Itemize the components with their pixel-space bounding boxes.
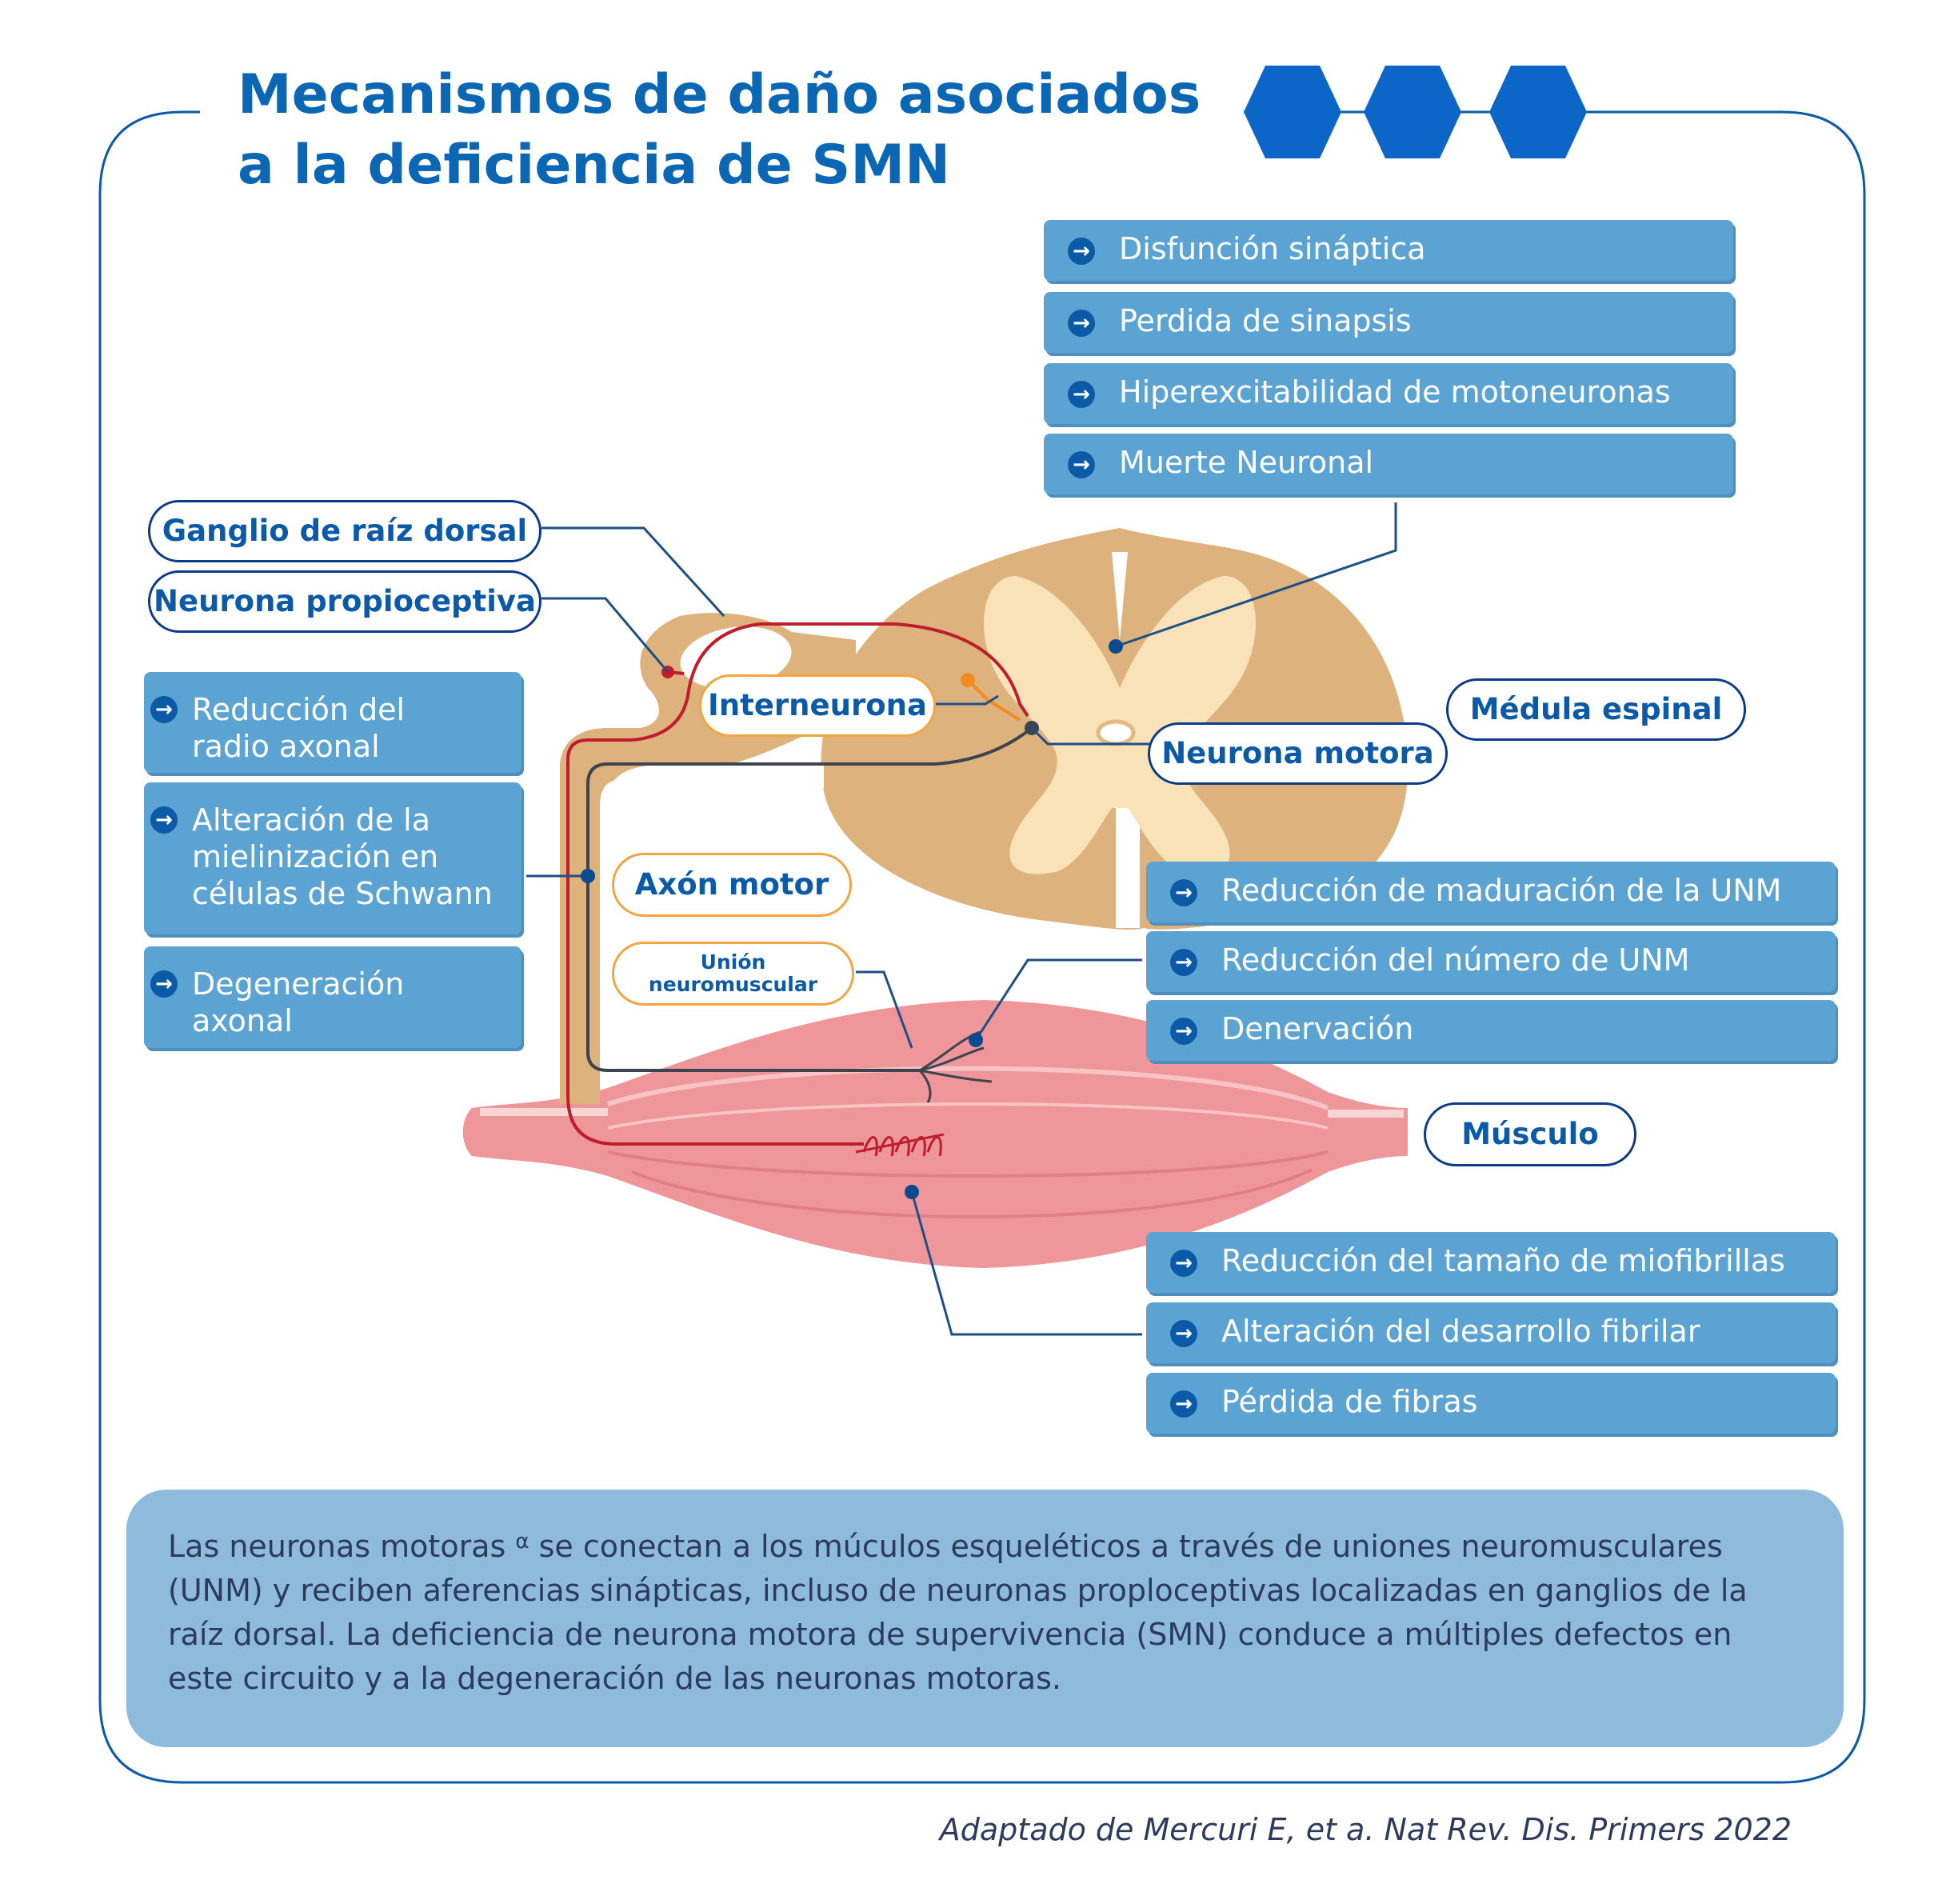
mechanism-label: mielinización en: [192, 839, 439, 874]
mechanism-label: Perdida de sinapsis: [1119, 303, 1412, 338]
outer-frame: [98, 110, 1866, 1784]
label-motor-neuron: Neurona motora: [1148, 722, 1448, 785]
alpha-symbol: α: [515, 1530, 529, 1554]
mechanism-box: → Disfunción sináptica: [1044, 220, 1733, 281]
mechanism-box: → Degeneración axonal: [144, 946, 521, 1048]
dot-marker: [905, 1185, 919, 1199]
title-line: a la deficiencia de SMN: [238, 134, 950, 197]
arrow-right-circle-icon: →: [1170, 949, 1197, 976]
arrow-right-circle-icon: →: [1170, 1320, 1197, 1347]
hexagon-icon: [1489, 66, 1587, 158]
dot-marker: [1109, 639, 1123, 654]
label-proprioceptive-neuron: Neurona propioceptiva: [148, 570, 541, 633]
muscle-spindle: [855, 1133, 945, 1157]
mechanism-label: Alteración del desarrollo fibrilar: [1221, 1314, 1700, 1349]
mechanism-label: Reducción del número de UNM: [1221, 942, 1690, 978]
nmj-terminals: [918, 1030, 993, 1103]
spinal-cord-illustration: [821, 528, 1408, 930]
description-text: Las neuronas motoras: [168, 1529, 516, 1564]
mechanism-box: → Reducción del número de UNM: [1146, 931, 1836, 992]
mechanism-box: → Hiperexcitabilidad de motoneuronas: [1044, 363, 1733, 424]
mechanism-label: Reducción de maduración de la UNM: [1221, 873, 1782, 908]
sensory-to-muscle: [566, 1095, 864, 1146]
mechanism-label: axonal: [192, 1003, 293, 1038]
mechanism-box: → Reducción del radio axonal: [144, 672, 521, 773]
arrow-right-circle-icon: →: [150, 970, 178, 998]
muscle-illustration: [462, 1000, 1408, 1268]
mechanism-label: Disfunción sináptica: [1119, 231, 1426, 266]
mechanism-box: → Reducción del tamaño de miofibrillas: [1146, 1232, 1836, 1293]
mechanism-label: Hiperexcitabilidad de motoneuronas: [1119, 374, 1671, 410]
mechanism-box: → Muerte Neuronal: [1044, 434, 1733, 494]
mechanism-label: Alteración de la: [192, 802, 431, 838]
description-panel: Las neuronas motoras α se conectan a los…: [126, 1490, 1844, 1747]
title-line: Mecanismos de daño asociados: [238, 63, 1201, 126]
mechanism-box: → Alteración de la mielinización en célu…: [144, 782, 521, 934]
label-line: Unión: [700, 950, 766, 974]
interneuron-soma: [961, 673, 975, 687]
arrow-right-circle-icon: →: [150, 806, 178, 834]
dot-marker: [581, 869, 595, 883]
mechanism-box: → Alteración del desarrollo fibrilar: [1146, 1302, 1836, 1363]
label-muscle: Músculo: [1424, 1102, 1636, 1166]
mechanism-box: → Denervación: [1146, 1000, 1836, 1061]
label-interneuron: Interneurona: [699, 674, 936, 737]
arrow-right-circle-icon: →: [1068, 451, 1095, 478]
mechanism-label: Pérdida de fibras: [1221, 1384, 1478, 1419]
mechanism-label: Reducción del: [192, 692, 406, 727]
description-text: se conectan a los múculos esqueléticos a…: [168, 1529, 1748, 1696]
label-neuromuscular-junction: Unión neuromuscular: [612, 942, 854, 1006]
mechanism-box: → Pérdida de fibras: [1146, 1373, 1836, 1434]
arrow-right-circle-icon: →: [1170, 1018, 1197, 1045]
label-ganglion: Ganglio de raíz dorsal: [148, 500, 541, 562]
interneuron-path: [966, 678, 1021, 722]
mechanism-label: células de Schwann: [192, 876, 493, 911]
mechanism-box: → Reducción de maduración de la UNM: [1146, 862, 1836, 922]
dot-marker: [969, 1033, 983, 1047]
page-title: Mecanismos de daño asociados a la defici…: [238, 60, 1245, 201]
sensory-neuron-path: [566, 622, 1029, 1096]
mechanism-label: Muerte Neuronal: [1119, 445, 1374, 480]
mechanism-label: Denervación: [1221, 1011, 1414, 1046]
label-spinal-cord: Médula espinal: [1446, 678, 1746, 741]
leader-lines: [526, 502, 1397, 1336]
hexagon-icon: [1244, 66, 1341, 158]
arrow-right-circle-icon: →: [150, 696, 178, 723]
mechanism-box: → Perdida de sinapsis: [1044, 292, 1733, 353]
arrow-right-circle-icon: →: [1170, 1250, 1197, 1277]
arrow-right-circle-icon: →: [1068, 238, 1095, 265]
label-line: neuromuscular: [648, 973, 818, 996]
mechanism-label: radio axonal: [192, 729, 380, 764]
citation: Adaptado de Mercuri E, et a. Nat Rev. Di…: [939, 1812, 1792, 1847]
arrow-right-circle-icon: →: [1068, 310, 1095, 337]
hexagon-icon: [1364, 66, 1461, 158]
motor-axon-path: [586, 726, 1033, 1072]
mechanism-label: Reducción del tamaño de miofibrillas: [1221, 1243, 1785, 1278]
arrow-right-circle-icon: →: [1170, 1390, 1197, 1418]
label-motor-axon: Axón motor: [612, 853, 852, 917]
arrow-right-circle-icon: →: [1068, 381, 1095, 408]
arrow-right-circle-icon: →: [1170, 879, 1197, 906]
mechanism-label: Degeneración: [192, 966, 405, 1002]
